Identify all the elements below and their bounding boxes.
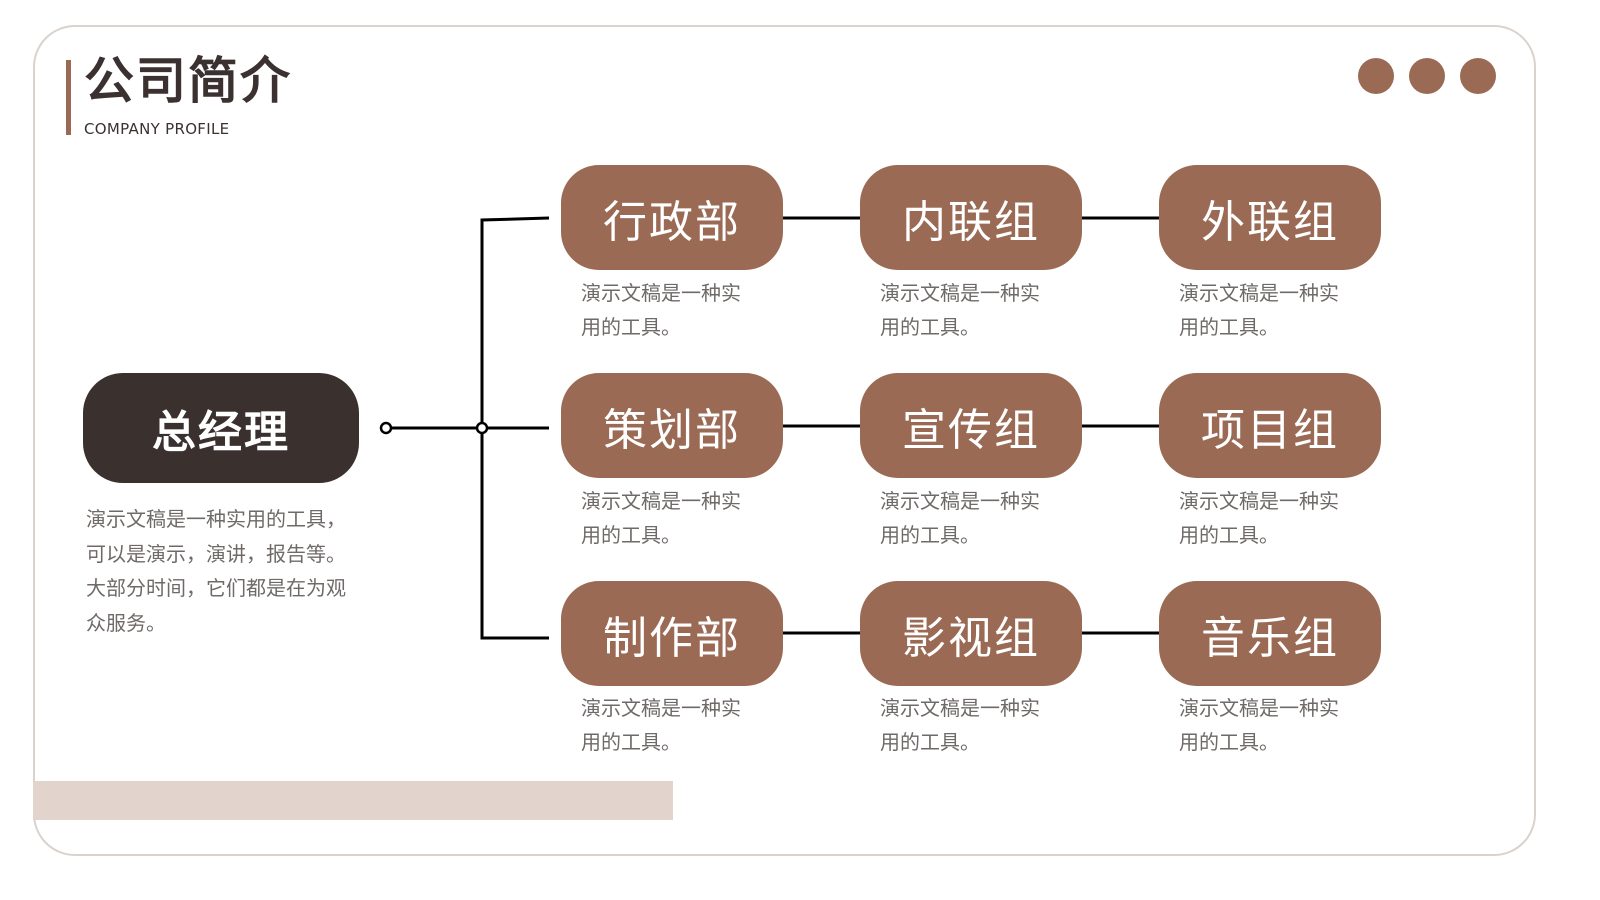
bottom-accent-bar bbox=[33, 781, 673, 820]
group-node-external-relations-desc: 演示文稿是一种实 用的工具。 bbox=[1179, 281, 1339, 339]
group-node-music-desc: 演示文稿是一种实 用的工具。 bbox=[1179, 696, 1339, 754]
decor-dot-1 bbox=[1358, 58, 1394, 94]
group-node-music: 音乐组 bbox=[1159, 581, 1381, 686]
group-node-internal-relations-desc: 演示文稿是一种实 用的工具。 bbox=[880, 281, 1040, 339]
dept-node-production: 制作部 bbox=[561, 581, 783, 686]
group-node-external-relations: 外联组 bbox=[1159, 165, 1381, 270]
dept-node-planning: 策划部 bbox=[561, 373, 783, 478]
page-title: 公司简介 bbox=[84, 52, 292, 110]
decor-dot-3 bbox=[1460, 58, 1496, 94]
group-node-project: 项目组 bbox=[1159, 373, 1381, 478]
root-node-description: 演示文稿是一种实用的工具， 可以是演示，演讲，报告等。 大部分时间，它们都是在为… bbox=[86, 507, 346, 635]
decor-dot-2 bbox=[1409, 58, 1445, 94]
branch-junction-dot bbox=[475, 421, 489, 435]
root-connector-dot bbox=[379, 421, 393, 435]
page-subtitle: COMPANY PROFILE bbox=[84, 120, 230, 138]
group-node-internal-relations: 内联组 bbox=[860, 165, 1082, 270]
dept-node-planning-desc: 演示文稿是一种实 用的工具。 bbox=[581, 489, 741, 547]
group-node-film-desc: 演示文稿是一种实 用的工具。 bbox=[880, 696, 1040, 754]
dept-node-admin: 行政部 bbox=[561, 165, 783, 270]
root-node-general-manager: 总经理 bbox=[83, 373, 359, 483]
group-node-publicity-desc: 演示文稿是一种实 用的工具。 bbox=[880, 489, 1040, 547]
title-accent-bar bbox=[66, 60, 71, 135]
dept-node-admin-desc: 演示文稿是一种实 用的工具。 bbox=[581, 281, 741, 339]
dept-node-production-desc: 演示文稿是一种实 用的工具。 bbox=[581, 696, 741, 754]
group-node-film: 影视组 bbox=[860, 581, 1082, 686]
group-node-project-desc: 演示文稿是一种实 用的工具。 bbox=[1179, 489, 1339, 547]
group-node-publicity: 宣传组 bbox=[860, 373, 1082, 478]
